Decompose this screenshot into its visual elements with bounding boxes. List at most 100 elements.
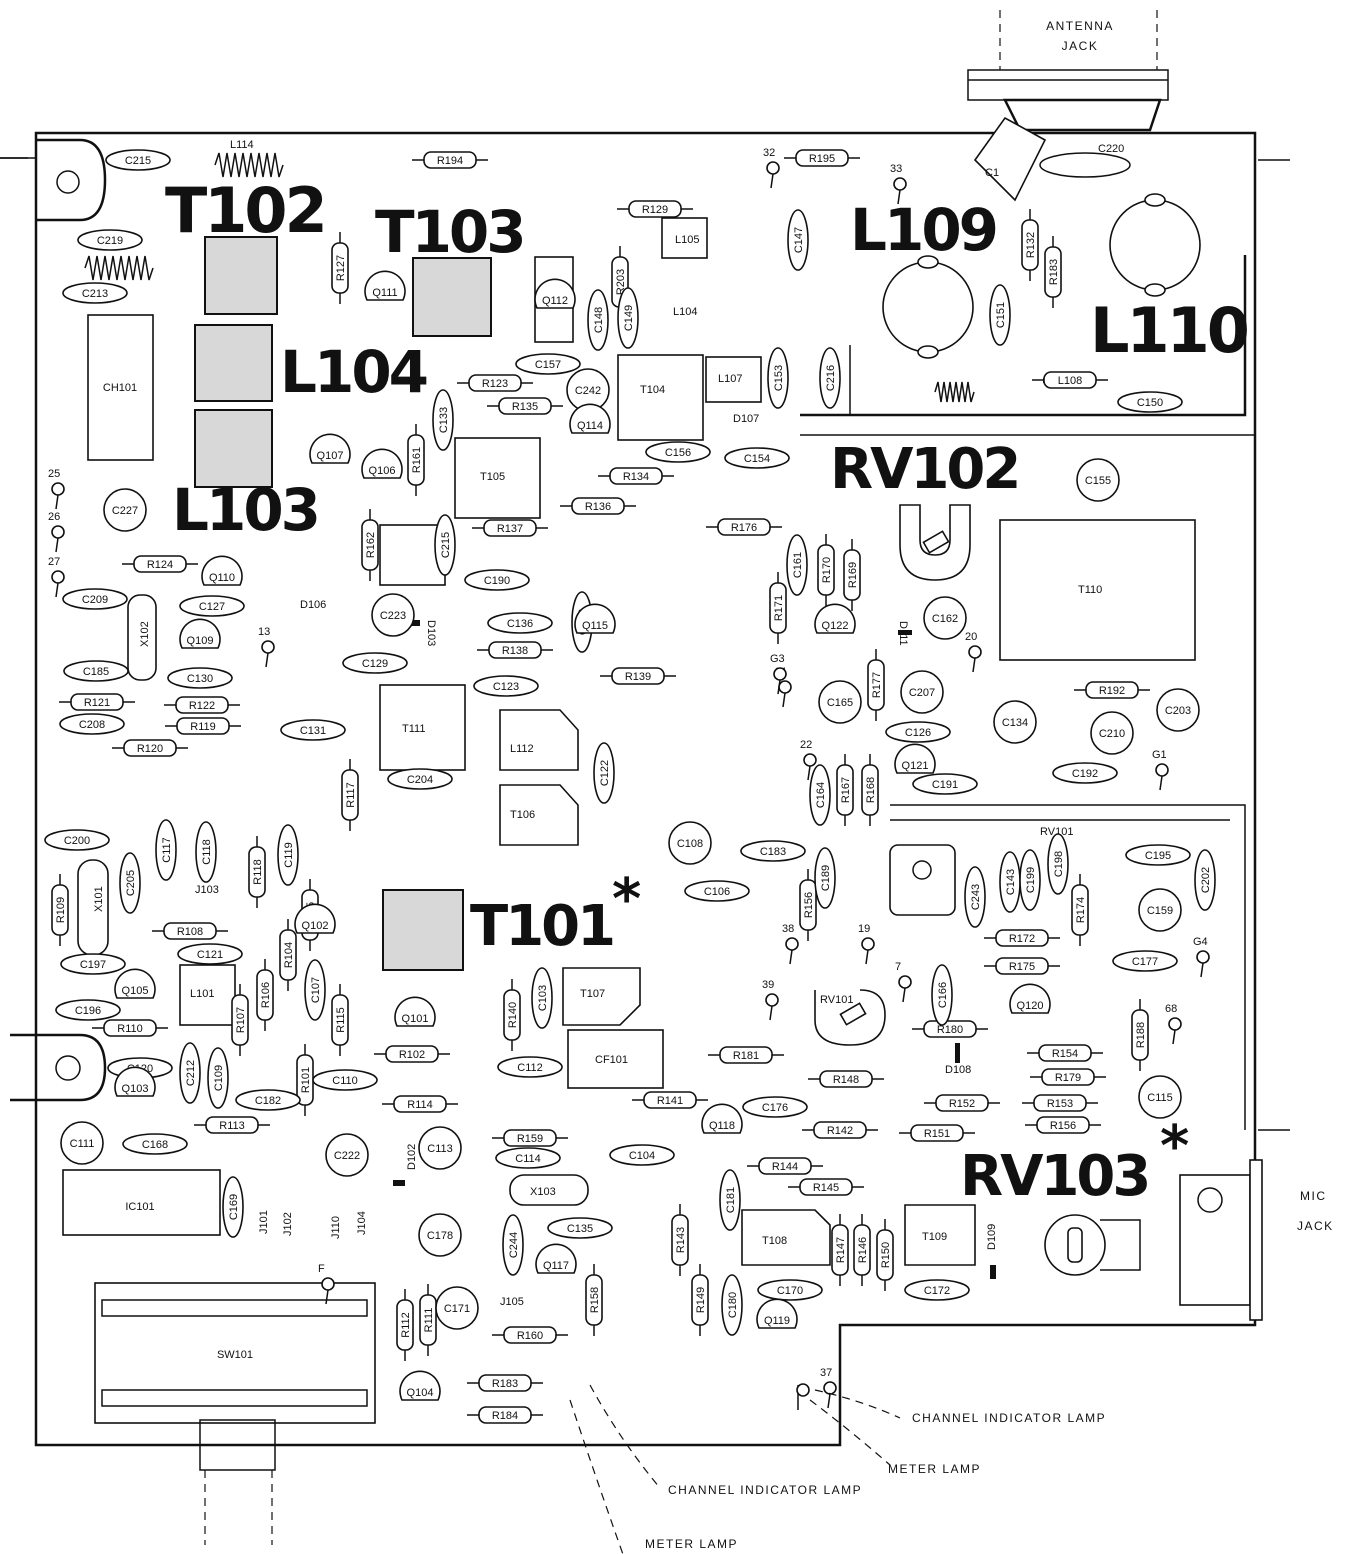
capacitor: C131 xyxy=(280,719,346,741)
resistor: R148 xyxy=(808,1070,884,1088)
test-pad-label: G3 xyxy=(770,653,785,665)
capacitor-label: C148 xyxy=(593,307,605,333)
resistor: R129 xyxy=(617,200,693,218)
l104-small-label: L104 xyxy=(673,306,697,318)
resistor: R143 xyxy=(671,1204,689,1276)
resistor-label: R119 xyxy=(190,721,215,733)
transistor-label: Q104 xyxy=(407,1387,434,1399)
label-rv103: RV103 xyxy=(960,1144,1148,1209)
sw101-label: SW101 xyxy=(217,1349,253,1361)
coil-springs xyxy=(84,152,975,403)
test-pad: G1 xyxy=(1152,749,1169,791)
t101-block xyxy=(382,889,464,971)
t103-block xyxy=(412,257,492,337)
capacitor-label: C126 xyxy=(905,727,931,739)
test-pad-label: G1 xyxy=(1152,749,1167,761)
transistor: Q119 xyxy=(756,1298,798,1329)
capacitor: C111 xyxy=(60,1121,104,1165)
capacitor: C164 xyxy=(809,764,831,826)
antenna-jack-label-line1: ANTENNA xyxy=(1046,19,1114,33)
capacitor-label: C197 xyxy=(80,959,106,971)
resistor-label: R104 xyxy=(283,942,295,968)
resistor: R136 xyxy=(560,497,636,515)
capacitor: C216 xyxy=(819,347,841,409)
capacitor-label: C172 xyxy=(924,1285,950,1297)
capacitor: C171 xyxy=(435,1286,479,1330)
capacitor: C162 xyxy=(923,596,967,640)
capacitor: C180 xyxy=(721,1274,743,1336)
capacitor: C156 xyxy=(645,441,711,463)
capacitor-label: C209 xyxy=(82,594,108,606)
resistor-label: R142 xyxy=(827,1125,853,1137)
capacitor-label: C103 xyxy=(537,985,549,1011)
test-pads: 323325262713202122G3G1381939768G437F xyxy=(48,147,1210,1409)
capacitor: C215 xyxy=(105,149,171,171)
test-pad: 25 xyxy=(48,468,65,510)
capacitor: C112 xyxy=(497,1056,563,1078)
capacitor: C107 xyxy=(304,959,326,1021)
j104-label: J104 xyxy=(356,1211,368,1235)
t106-label: T106 xyxy=(510,809,535,821)
capacitor: C148 xyxy=(587,289,609,351)
capacitor-label: C192 xyxy=(1072,768,1098,780)
capacitor: C165 xyxy=(818,680,862,724)
capacitor-label: C161 xyxy=(792,552,804,578)
resistor-label: R150 xyxy=(880,1242,892,1268)
test-pad: 13 xyxy=(258,626,275,668)
capacitor-label: C223 xyxy=(380,610,406,622)
l114-label: L114 xyxy=(230,139,254,151)
resistor-label: R151 xyxy=(924,1128,950,1140)
resistor: R192 xyxy=(1074,681,1150,699)
capacitor: C203 xyxy=(1156,688,1200,732)
rv101-label: RV101 xyxy=(820,994,853,1006)
t105-label: T105 xyxy=(480,471,505,483)
capacitor: C208 xyxy=(59,713,125,735)
capacitor: C205 xyxy=(119,852,141,914)
resistor: R154 xyxy=(1027,1044,1103,1062)
ic101 xyxy=(62,1169,221,1236)
test-pad-label: 13 xyxy=(258,626,270,638)
capacitor: C159 xyxy=(1138,888,1182,932)
sw101-switch xyxy=(94,1282,376,1424)
c1-label: C1 xyxy=(985,167,999,179)
label-l103: L103 xyxy=(172,476,318,544)
test-pad: 7 xyxy=(895,961,912,1003)
label-rv102: RV102 xyxy=(830,437,1018,502)
resistor-label: R188 xyxy=(1135,1022,1147,1048)
capacitor-label: C123 xyxy=(493,681,519,693)
capacitor-label: C134 xyxy=(1002,717,1028,729)
resistor: R122 xyxy=(164,696,240,714)
transistor: Q107 xyxy=(309,433,351,464)
transistor: Q105 xyxy=(114,968,156,999)
capacitor-label: C155 xyxy=(1085,475,1111,487)
capacitor-label: C181 xyxy=(725,1187,737,1213)
capacitor: C121 xyxy=(177,943,243,965)
transistor: Q121 xyxy=(894,743,936,774)
capacitor: C182 xyxy=(235,1089,301,1111)
resistor: R108 xyxy=(152,922,228,940)
resistor: R106 xyxy=(256,959,274,1031)
transistor: Q122 xyxy=(814,603,856,634)
transistor-label: Q109 xyxy=(187,635,214,647)
cf101-label: CF101 xyxy=(595,1054,628,1066)
d103-label: D103 xyxy=(425,620,437,646)
capacitor: C134 xyxy=(993,700,1037,744)
resistor-label: R148 xyxy=(833,1074,859,1086)
transistor: Q109 xyxy=(179,618,221,649)
test-pad: 37 xyxy=(820,1367,837,1409)
capacitor: C130 xyxy=(167,667,233,689)
capacitor-label: C204 xyxy=(407,774,433,786)
transistor: Q106 xyxy=(361,448,403,479)
capacitor-label: C191 xyxy=(932,779,958,791)
capacitor-label: C119 xyxy=(283,842,295,867)
capacitor-label: C227 xyxy=(112,505,138,517)
test-pad: 20 xyxy=(965,631,982,673)
capacitor: C204 xyxy=(387,768,453,790)
capacitor-label: C127 xyxy=(199,601,225,613)
resistor: L108 xyxy=(1032,371,1108,389)
resistor-label: R161 xyxy=(411,447,423,473)
resistor: R119 xyxy=(165,717,241,735)
resistor: R110 xyxy=(92,1019,168,1037)
resistor: R171 xyxy=(769,572,787,644)
